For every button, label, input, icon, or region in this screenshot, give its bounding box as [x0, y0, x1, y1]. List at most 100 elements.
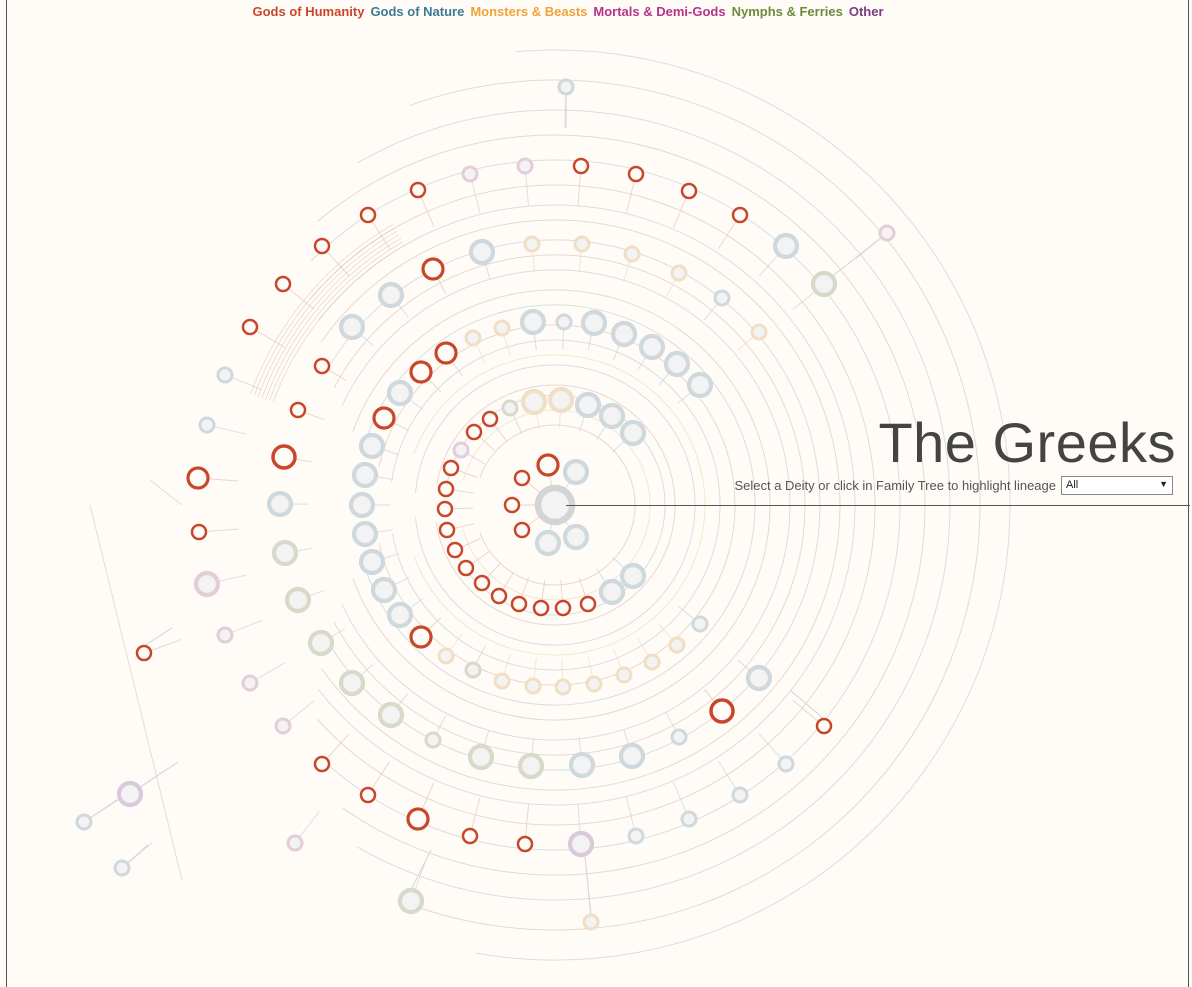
tree-node[interactable]	[573, 235, 591, 253]
legend-item-gods-of-humanity[interactable]: Gods of Humanity	[252, 4, 365, 19]
tree-node[interactable]	[536, 453, 560, 477]
tree-node[interactable]	[116, 780, 144, 808]
tree-node[interactable]	[520, 388, 548, 416]
tree-node[interactable]	[517, 752, 545, 780]
tree-node[interactable]	[216, 366, 234, 384]
tree-node[interactable]	[750, 323, 768, 341]
tree-node[interactable]	[772, 232, 800, 260]
tree-node[interactable]	[359, 206, 377, 224]
tree-node[interactable]	[274, 275, 292, 293]
tree-node[interactable]	[313, 755, 331, 773]
tree-node[interactable]	[777, 755, 795, 773]
tree-node[interactable]	[745, 664, 773, 692]
tree-node[interactable]	[406, 807, 430, 831]
tree-node[interactable]	[397, 887, 425, 915]
tree-node[interactable]	[266, 490, 294, 518]
tree-node[interactable]	[313, 237, 331, 255]
tree-node[interactable]	[668, 636, 686, 654]
tree-node[interactable]	[554, 678, 572, 696]
tree-node[interactable]	[481, 410, 499, 428]
tree-node[interactable]	[351, 461, 379, 489]
deity-select[interactable]: All ▼	[1061, 476, 1173, 495]
tree-node[interactable]	[372, 406, 396, 430]
tree-node[interactable]	[442, 459, 460, 477]
tree-node[interactable]	[274, 717, 292, 735]
tree-node[interactable]	[582, 913, 600, 931]
tree-node[interactable]	[377, 281, 405, 309]
tree-node[interactable]	[627, 827, 645, 845]
tree-node[interactable]	[424, 731, 442, 749]
tree-node[interactable]	[623, 245, 641, 263]
tree-node[interactable]	[619, 419, 647, 447]
tree-node[interactable]	[284, 586, 312, 614]
tree-node[interactable]	[358, 432, 386, 460]
tree-node[interactable]	[619, 562, 647, 590]
tree-node[interactable]	[473, 574, 491, 592]
tree-node[interactable]	[370, 576, 398, 604]
tree-node[interactable]	[524, 677, 542, 695]
tree-node[interactable]	[555, 313, 573, 331]
tree-node[interactable]	[574, 391, 602, 419]
tree-node[interactable]	[241, 318, 259, 336]
legend-item-nymphs-ferries[interactable]: Nymphs & Ferries	[731, 4, 843, 19]
tree-node[interactable]	[615, 666, 633, 684]
tree-node[interactable]	[468, 238, 496, 266]
tree-node[interactable]	[461, 165, 479, 183]
tree-node[interactable]	[568, 751, 596, 779]
tree-node[interactable]	[467, 743, 495, 771]
tree-node[interactable]	[351, 520, 379, 548]
tree-node[interactable]	[680, 810, 698, 828]
tree-node[interactable]	[409, 625, 433, 649]
legend-item-mortals-demi-gods[interactable]: Mortals & Demi-Gods	[593, 4, 726, 19]
tree-node[interactable]	[241, 674, 259, 692]
tree-node[interactable]	[286, 834, 304, 852]
tree-node[interactable]	[638, 333, 666, 361]
tree-node[interactable]	[421, 257, 445, 281]
tree-node[interactable]	[216, 626, 234, 644]
tree-node[interactable]	[358, 548, 386, 576]
tree-node[interactable]	[289, 401, 307, 419]
tree-node[interactable]	[437, 647, 455, 665]
tree-node[interactable]	[501, 399, 519, 417]
legend-item-monsters-beasts[interactable]: Monsters & Beasts	[470, 4, 588, 19]
tree-node[interactable]	[436, 500, 454, 518]
tree-node[interactable]	[572, 157, 590, 175]
tree-node[interactable]	[438, 521, 456, 539]
tree-node[interactable]	[359, 786, 377, 804]
tree-node[interactable]	[580, 309, 608, 337]
tree-node[interactable]	[464, 661, 482, 679]
tree-node[interactable]	[516, 157, 534, 175]
tree-node[interactable]	[547, 386, 575, 414]
tree-node[interactable]	[271, 539, 299, 567]
tree-node[interactable]	[503, 496, 521, 514]
tree-node[interactable]	[457, 559, 475, 577]
tree-node[interactable]	[386, 379, 414, 407]
tree-node[interactable]	[562, 458, 590, 486]
tree-node[interactable]	[193, 570, 221, 598]
tree-node[interactable]	[377, 701, 405, 729]
tree-node[interactable]	[598, 578, 626, 606]
legend-item-gods-of-nature[interactable]: Gods of Nature	[370, 4, 465, 19]
legend-item-other[interactable]: Other	[848, 4, 884, 19]
tree-node[interactable]	[513, 469, 531, 487]
tree-node[interactable]	[554, 599, 572, 617]
tree-node[interactable]	[307, 629, 335, 657]
tree-node[interactable]	[338, 313, 366, 341]
tree-node[interactable]	[464, 329, 482, 347]
tree-node[interactable]	[643, 653, 661, 671]
tree-node[interactable]	[338, 669, 366, 697]
tree-node[interactable]	[557, 78, 575, 96]
tree-node[interactable]	[627, 165, 645, 183]
tree-node[interactable]	[409, 360, 433, 384]
tree-node[interactable]	[75, 813, 93, 831]
tree-node[interactable]	[490, 587, 508, 605]
tree-node[interactable]	[670, 728, 688, 746]
tree-node[interactable]	[878, 224, 896, 242]
tree-node[interactable]	[135, 644, 153, 662]
tree-node[interactable]	[610, 320, 638, 348]
tree-node[interactable]	[437, 480, 455, 498]
tree-node[interactable]	[810, 270, 838, 298]
tree-node[interactable]	[579, 595, 597, 613]
tree-node[interactable]	[618, 742, 646, 770]
